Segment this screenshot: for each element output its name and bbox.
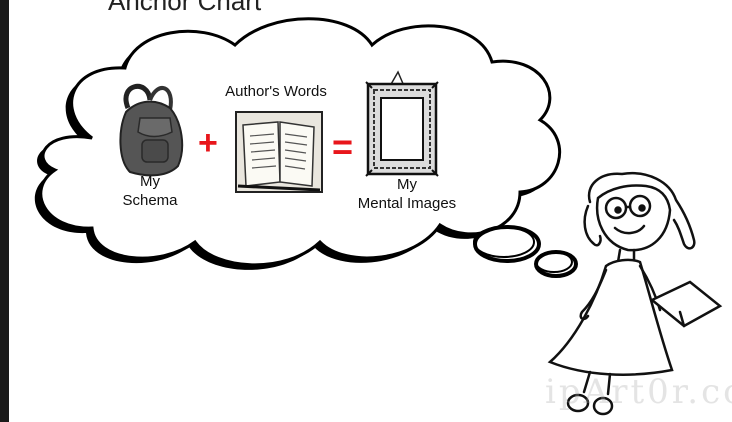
schema-label-line2: Schema (122, 191, 177, 210)
equals-sign: = (332, 126, 353, 168)
thought-bubble-large (474, 227, 539, 261)
plus-sign: + (198, 124, 218, 163)
mental-images-label-line1: My (358, 175, 456, 194)
picture-frame-icon (366, 72, 438, 176)
authors-words-label: Author's Words (225, 82, 327, 101)
mental-images-label-line2: Mental Images (358, 194, 456, 213)
thought-bubble-small (536, 252, 576, 276)
watermark-text: ipArt0r.cc (545, 372, 732, 412)
mental-images-label: My Mental Images (358, 175, 456, 213)
schema-label: My Schema (122, 172, 177, 210)
schema-label-line1: My (122, 172, 177, 191)
open-book-icon (236, 112, 322, 192)
